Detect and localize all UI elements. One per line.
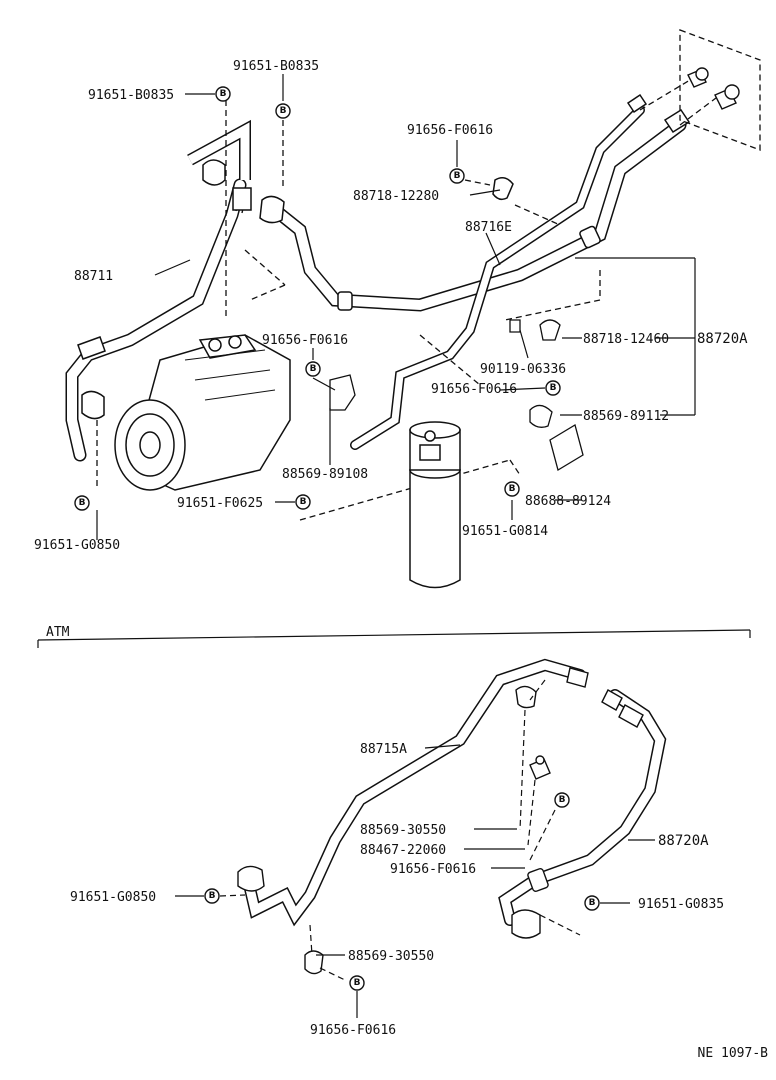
compressor [114, 334, 291, 491]
part-label: 88569-30550 [360, 823, 446, 838]
part-label: 88720A [697, 331, 748, 347]
figure-code: NE 1097-B [698, 1046, 769, 1061]
svg-text:B: B [454, 171, 461, 181]
part-label: 88569-89108 [282, 467, 368, 482]
b-marker: B [554, 792, 570, 808]
pipe-88720A [350, 105, 645, 450]
part-label: 91651-G0850 [70, 890, 156, 905]
receiver-dryer [409, 421, 461, 589]
part-label: 88467-22060 [360, 843, 446, 858]
part-label: 91656-F0616 [262, 333, 348, 348]
b-marker: B [295, 494, 311, 510]
section-label-atm: ATM [46, 625, 70, 640]
clamps-top [329, 319, 584, 472]
svg-text:B: B [550, 383, 557, 393]
b-marker: B [504, 481, 520, 497]
leader-lines-top [96, 74, 696, 540]
svg-text:B: B [589, 898, 596, 908]
pipe-88715A [242, 658, 586, 927]
part-label: 91656-F0616 [407, 123, 493, 138]
part-label: 91651-F0625 [177, 496, 263, 511]
svg-text:B: B [280, 106, 287, 116]
section-divider [37, 629, 751, 641]
atm-fittings [237, 667, 644, 975]
b-marker: B [74, 495, 90, 511]
part-label: 90119-06336 [480, 362, 566, 377]
part-label: 91651-G0835 [638, 897, 724, 912]
pipe-88720A-atm [498, 689, 667, 926]
pipe-88711 [65, 119, 251, 462]
svg-text:B: B [300, 497, 307, 507]
part-label: 91651-B0835 [233, 59, 319, 74]
part-label: 88569-89112 [583, 409, 669, 424]
b-marker: B [305, 361, 321, 377]
part-label: 91651-G0814 [462, 524, 548, 539]
part-label: 88718-12280 [353, 189, 439, 204]
part-label: 88716E [465, 220, 512, 235]
part-label: 91656-F0616 [310, 1023, 396, 1038]
atm-dashed-lines [219, 679, 581, 981]
svg-text:B: B [79, 498, 86, 508]
svg-text:B: B [559, 795, 566, 805]
svg-text:B: B [509, 484, 516, 494]
part-label: 88718-12460 [583, 332, 669, 347]
part-label: 88688-89124 [525, 494, 611, 509]
b-marker: B [545, 380, 561, 396]
part-label: 91656-F0616 [431, 382, 517, 397]
pipe-fittings-top [259, 93, 691, 311]
part-label: 88715A [360, 742, 407, 757]
svg-text:B: B [354, 978, 361, 988]
part-label: 91651-B0835 [88, 88, 174, 103]
b-marker: B [449, 168, 465, 184]
svg-text:B: B [209, 891, 216, 901]
fitting-88711-top [77, 159, 252, 420]
part-label: 88711 [74, 269, 113, 284]
b-marker: B [349, 975, 365, 991]
part-label: 88569-30550 [348, 949, 434, 964]
b-marker: B [275, 103, 291, 119]
svg-text:B: B [220, 89, 227, 99]
b-marker: B [204, 888, 220, 904]
svg-text:B: B [310, 364, 317, 374]
leader-lines-atm [175, 744, 655, 1018]
part-label: 91651-G0850 [34, 538, 120, 553]
b-marker: B [584, 895, 600, 911]
connector-fittings [687, 67, 740, 110]
part-label: 91656-F0616 [390, 862, 476, 877]
pipe-88716E [268, 118, 687, 312]
part-label: 88720A [658, 833, 709, 849]
dashed-box-connector [96, 29, 761, 521]
b-marker: B [215, 86, 231, 102]
